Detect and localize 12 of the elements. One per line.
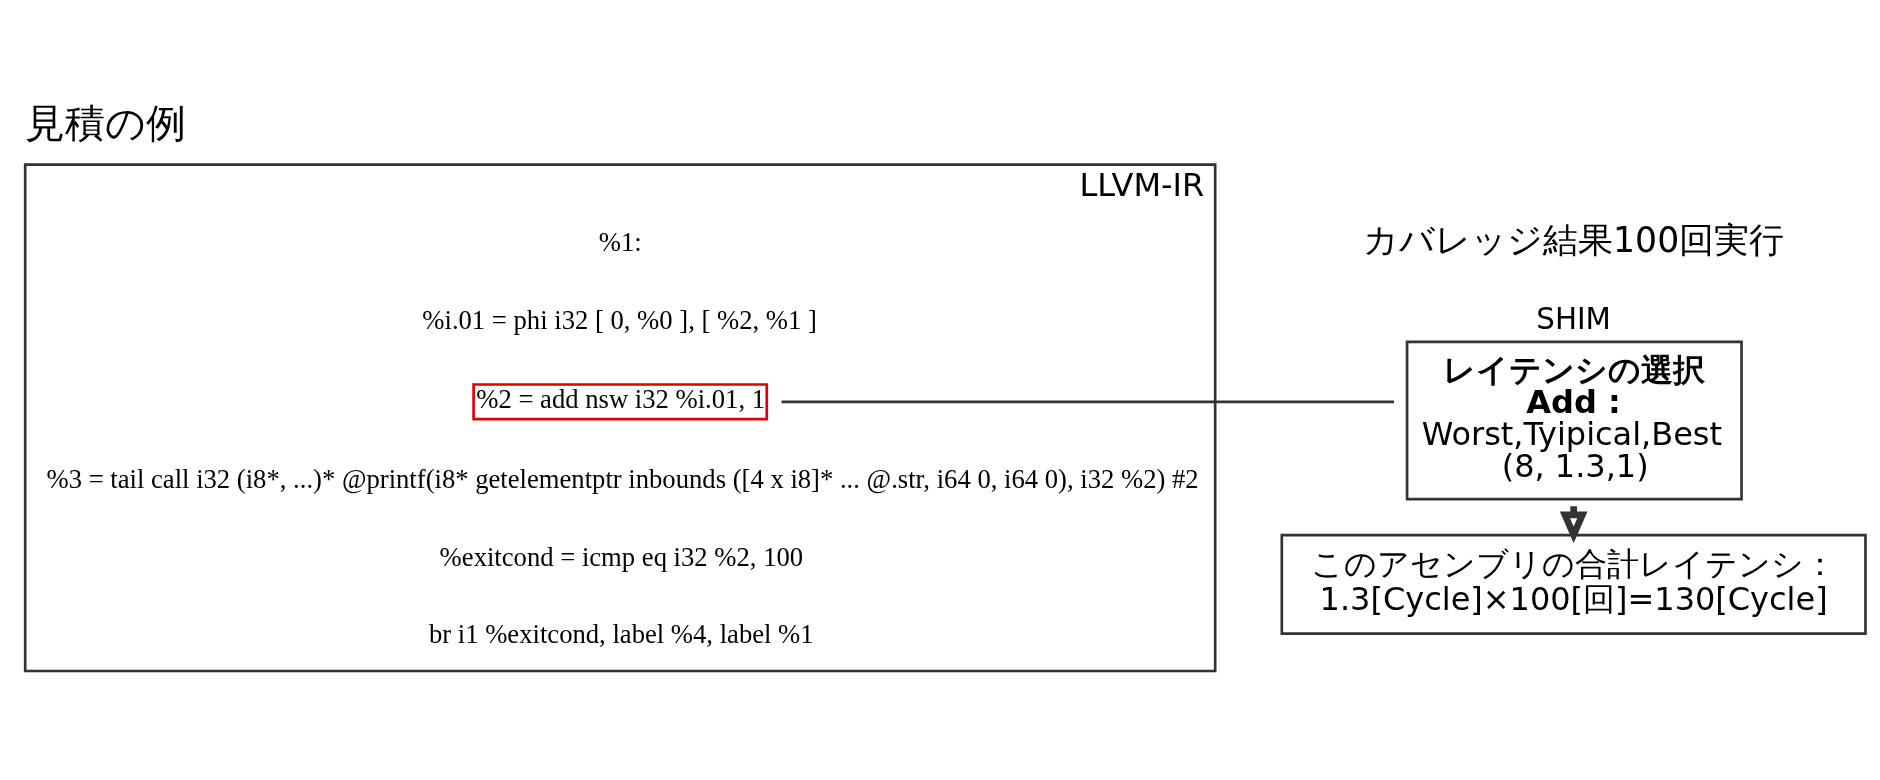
node-box: %2 = add nsw i32 %i.01, 1	[472, 382, 769, 420]
node-text: %exitcond = icmp eq i32 %2, 100	[439, 541, 804, 572]
label: カバレッジ結果100回実行	[1363, 219, 1785, 260]
node-label: SHIM	[1536, 301, 1611, 336]
node-text: %i.01 = phi i32 [ 0, %0 ], [ %2, %1 ]	[422, 304, 817, 335]
node-text: br i1 %exitcond, label %4, label %1	[428, 618, 814, 649]
node-text: %3 = tail call i32 (i8*, ...)* @printf(i8* getelementptr inbounds ([4 x i8]* ... @.str, i64 0, i64 0), i32 %2) #2	[46, 463, 1199, 494]
node-box: レイテンシの選択 Add : Worst,Tyipical,Best (8, 1.3,1)	[1405, 340, 1743, 500]
diagram-title: 見積の例	[25, 99, 187, 146]
node-text: %1:	[598, 226, 642, 257]
node-box: このアセンブリの合計レイテンシ： 1.3[Cycle]×100[回]=130[Cycle]	[1280, 533, 1867, 635]
connector	[781, 400, 1394, 403]
